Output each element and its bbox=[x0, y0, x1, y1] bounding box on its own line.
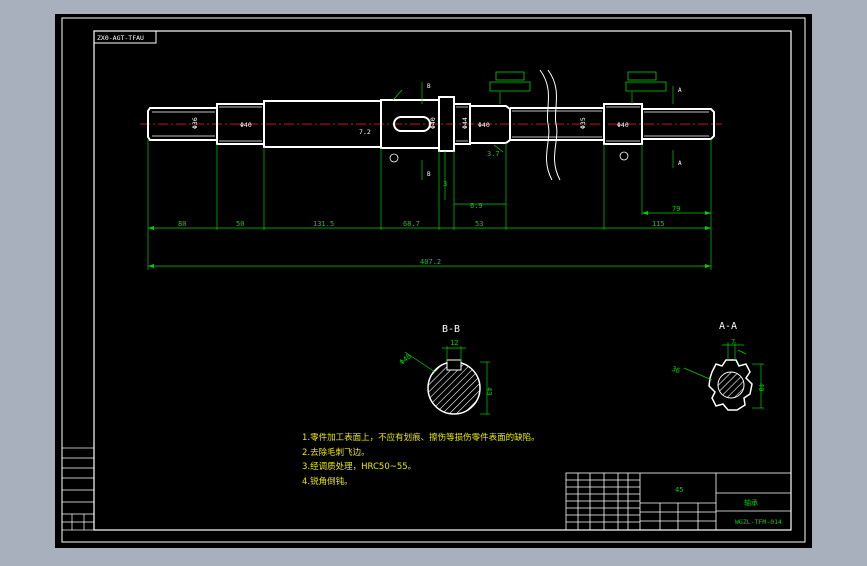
section-a-core bbox=[717, 371, 745, 399]
inner-frame bbox=[93, 30, 792, 531]
left-revision-table bbox=[61, 447, 95, 531]
note-2: 2.去除毛刺飞边。 bbox=[302, 447, 370, 458]
title-block-material: 45 bbox=[675, 486, 683, 494]
shaft-segment-9 bbox=[641, 108, 715, 140]
break-line-2 bbox=[547, 69, 561, 181]
title-block bbox=[565, 472, 792, 531]
dia-label-6: Φ40 bbox=[617, 121, 629, 129]
section-a-spline bbox=[708, 359, 753, 411]
dia-label-2: Φ40 bbox=[240, 121, 252, 129]
tolerance-frames bbox=[489, 71, 667, 92]
break-line-1 bbox=[539, 69, 553, 181]
outer-frame bbox=[61, 17, 806, 543]
section-markers: B B A A bbox=[427, 83, 682, 178]
marker-b-bottom: B bbox=[427, 171, 431, 178]
diameter-labels: Φ36 Φ40 Φ44 Φ40 Φ35 Φ40 Φ40 7.2 bbox=[191, 117, 629, 136]
seg-dim-131-5: 131.5 bbox=[313, 220, 334, 228]
dim-6-9: 6.9 bbox=[470, 202, 483, 210]
dia-label-4: Φ40 bbox=[478, 121, 490, 129]
section-b-width: 12 bbox=[450, 339, 458, 347]
section-b-height: 43 bbox=[485, 387, 493, 395]
seg-dim-80: 80 bbox=[178, 220, 186, 228]
note-1: 1.零件加工表面上，不应有划痕、擦伤等损伤零件表面的缺陷。 bbox=[302, 433, 540, 443]
note-3: 3.经调质处理，HRC50~55。 bbox=[302, 462, 417, 473]
dia-label-3: Φ44 bbox=[461, 117, 469, 129]
section-b-b: B-B 12 43 Φ48 bbox=[398, 324, 493, 415]
marker-a-bottom: A bbox=[678, 160, 682, 167]
dia-label-7: Φ40 bbox=[429, 117, 437, 129]
dia-label-5: Φ35 bbox=[579, 117, 587, 129]
section-a-width: 7 bbox=[731, 338, 735, 346]
dimension-lines bbox=[147, 82, 712, 270]
dia-label-1: Φ36 bbox=[191, 117, 199, 129]
section-b-keyway bbox=[446, 359, 462, 371]
title-block-part-name: 轴承 bbox=[744, 498, 758, 507]
dimension-arrows bbox=[148, 211, 711, 268]
sheet-background bbox=[55, 14, 812, 548]
dimension-texts: 80 50 131.5 68.7 53 115 79 407.2 6.9 3 3… bbox=[178, 150, 680, 266]
seg-dim-115: 115 bbox=[652, 220, 665, 228]
overall-length: 407.2 bbox=[420, 258, 441, 266]
dim-79: 79 bbox=[672, 205, 680, 213]
note-4: 4.锐角倒钝。 bbox=[302, 476, 353, 487]
section-a-dia: 36 bbox=[671, 365, 682, 375]
marker-a-top: A bbox=[678, 87, 682, 94]
dim-3-7: 3.7 bbox=[487, 150, 500, 158]
title-block-drawing-number: WGZL-TFM-014 bbox=[735, 518, 782, 526]
dim-3: 3 bbox=[443, 180, 447, 188]
technical-notes: 1.零件加工表面上，不应有划痕、擦伤等损伤零件表面的缺陷。 2.去除毛刺飞边。 … bbox=[302, 431, 540, 489]
shaft-inner-lines bbox=[152, 106, 709, 142]
marker-b-top: B bbox=[427, 83, 431, 90]
dim-7-2: 7.2 bbox=[359, 128, 371, 136]
code-box bbox=[93, 30, 157, 44]
section-a-title: A-A bbox=[719, 321, 737, 332]
code-box-text: ZX0-AGT-TFAU bbox=[97, 34, 144, 42]
seg-dim-50: 50 bbox=[236, 220, 244, 228]
section-a-a: A-A 7 40 36 bbox=[671, 321, 765, 411]
shaft-profile bbox=[147, 96, 715, 152]
section-a-height: 40 bbox=[757, 383, 765, 391]
section-b-title: B-B bbox=[442, 324, 460, 335]
keyway bbox=[393, 116, 431, 132]
seg-dim-68-7: 68.7 bbox=[403, 220, 420, 228]
seg-dim-53: 53 bbox=[475, 220, 483, 228]
callout-circles bbox=[389, 151, 629, 163]
